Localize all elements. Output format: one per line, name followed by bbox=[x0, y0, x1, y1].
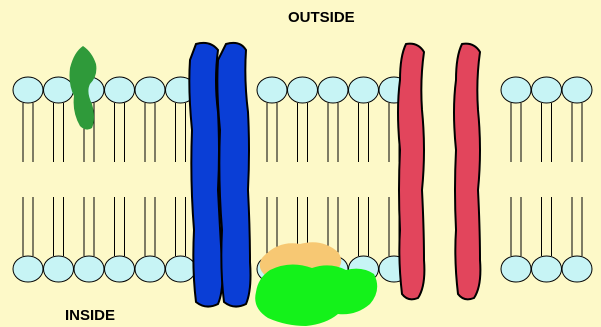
lipid-tail-pair bbox=[267, 103, 277, 256]
transmembrane-protein-red bbox=[398, 44, 480, 300]
lipid-tail-pair bbox=[511, 103, 521, 256]
lipid-head bbox=[13, 77, 43, 103]
lipid-head bbox=[44, 77, 74, 103]
lipid-head bbox=[135, 77, 165, 103]
inside-label: INSIDE bbox=[65, 306, 115, 326]
outside-label: OUTSIDE bbox=[288, 8, 360, 28]
lipid-tail-pair bbox=[542, 103, 552, 256]
lipid-head bbox=[257, 77, 287, 103]
lipid-tail-pair bbox=[328, 103, 338, 256]
lipid-tail-pair bbox=[298, 103, 308, 256]
lipid-head bbox=[13, 256, 43, 282]
lipid-tail-pair bbox=[54, 103, 64, 256]
lipid-tail-pair bbox=[23, 103, 33, 256]
lipid-head bbox=[44, 256, 74, 282]
channel-protein-blue bbox=[189, 43, 250, 307]
lipid-head bbox=[135, 256, 165, 282]
lipid-head bbox=[532, 256, 562, 282]
lipid-head bbox=[105, 77, 135, 103]
lipid-head bbox=[105, 256, 135, 282]
lipid-tail-pair bbox=[115, 103, 125, 256]
lipid-head bbox=[501, 256, 531, 282]
lipid-head bbox=[318, 77, 348, 103]
lipid-head bbox=[532, 77, 562, 103]
lipid-head bbox=[562, 77, 592, 103]
lipid-head bbox=[166, 256, 196, 282]
lipid-head bbox=[501, 77, 531, 103]
inner-peripheral-protein-green bbox=[255, 264, 377, 326]
lipid-head bbox=[562, 256, 592, 282]
lipid-head bbox=[349, 77, 379, 103]
lipid-tail-pair bbox=[145, 103, 155, 256]
lipid-tail-pair bbox=[176, 103, 186, 256]
lipid-tail-pair bbox=[572, 103, 582, 256]
lipid-head bbox=[288, 77, 318, 103]
lipid-tails bbox=[23, 103, 582, 256]
lipid-head bbox=[74, 256, 104, 282]
lipid-tail-pair bbox=[359, 103, 369, 256]
